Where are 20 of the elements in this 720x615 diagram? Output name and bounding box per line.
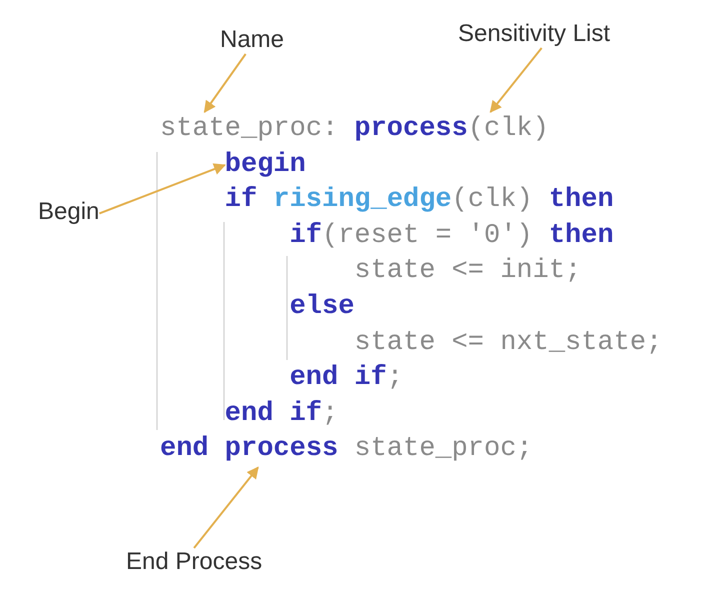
- callout-label: End Process: [126, 548, 262, 576]
- code-line: state <= nxt_state;: [354, 326, 662, 360]
- code-keyword: end process: [160, 432, 338, 468]
- code-line: state <= init;: [354, 255, 582, 288]
- callout-label: Name: [220, 26, 284, 54]
- code-line: if rising_edge(clk) then: [224, 184, 614, 218]
- code-keyword: begin: [224, 148, 306, 183]
- leader-arrow: [204, 53, 246, 113]
- code-text: state_proc:: [160, 112, 338, 147]
- leader-arrow: [490, 47, 542, 113]
- code-line: if(reset = '0') then: [290, 220, 614, 253]
- code-text: process(clk): [354, 112, 549, 147]
- code-line: end if;: [224, 398, 338, 431]
- code-line: state_proc;: [354, 433, 533, 466]
- callout-label: Begin: [38, 198, 100, 226]
- code-line: else: [290, 291, 354, 324]
- leader-arrow: [193, 466, 259, 549]
- callout-label: Sensitivity List: [458, 20, 610, 48]
- leader-arrow: [99, 163, 226, 214]
- code-line: end if;: [290, 362, 404, 396]
